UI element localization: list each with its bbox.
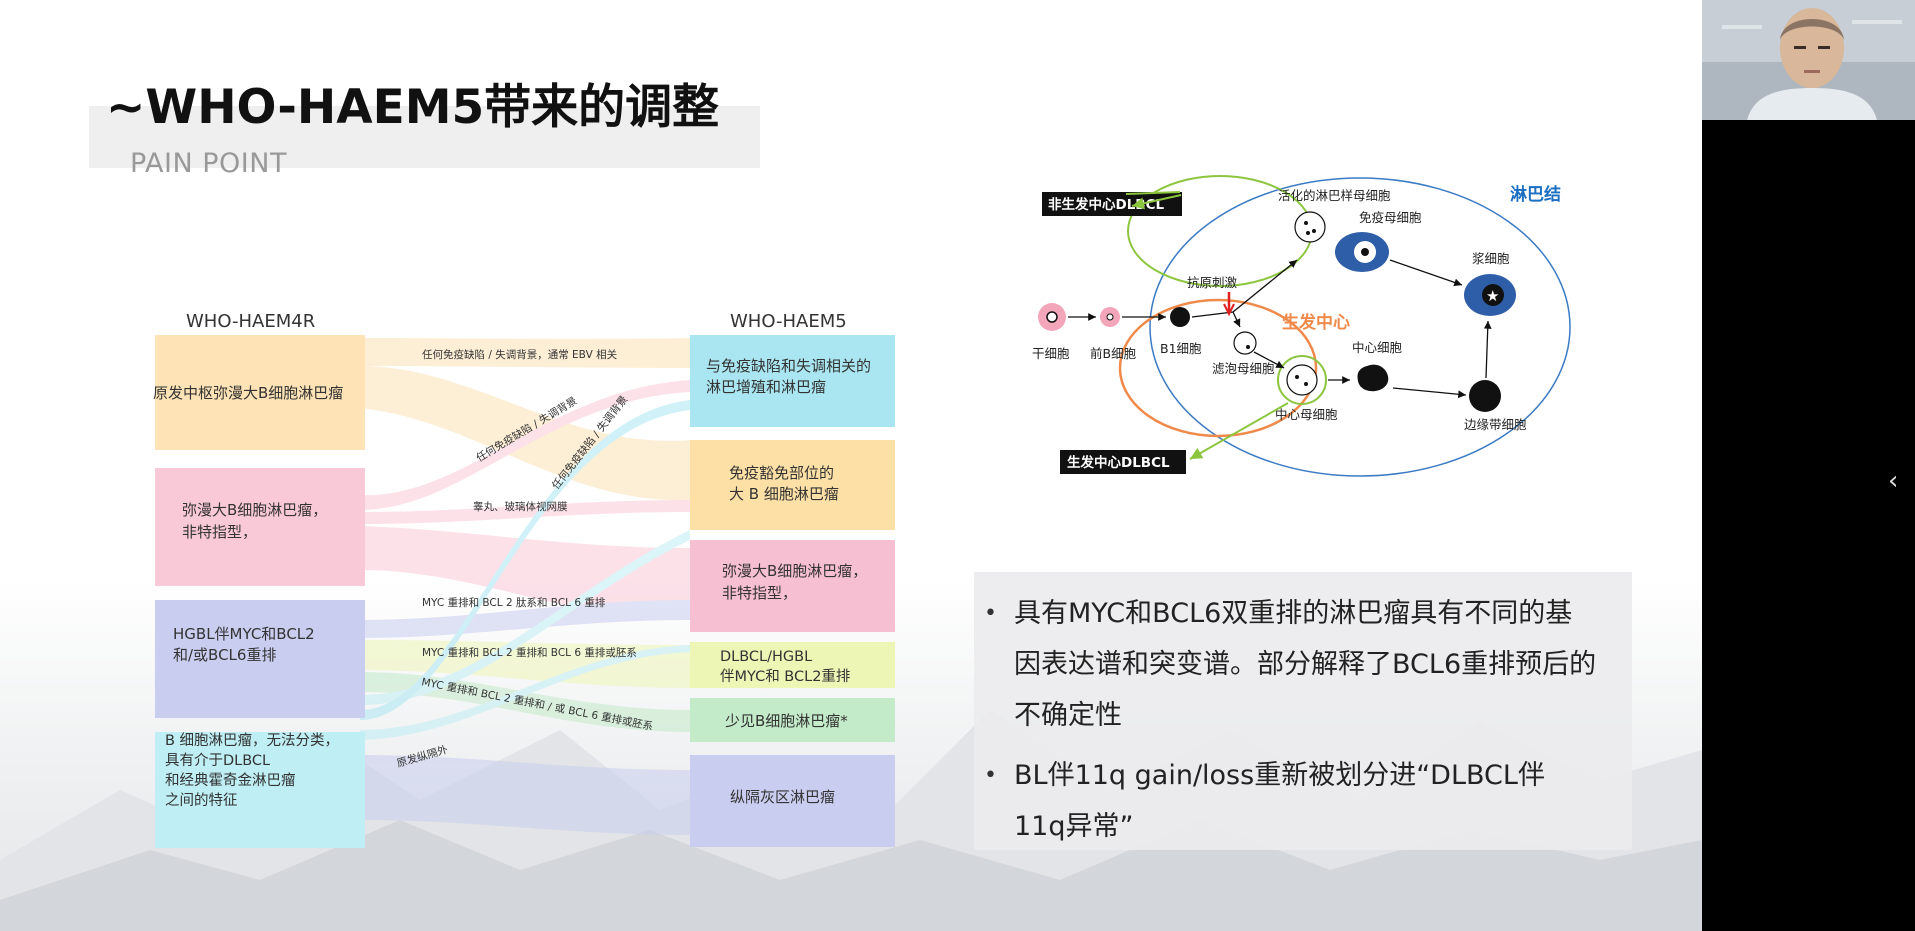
- right-node-dlbcl-nos: [690, 540, 895, 632]
- pre-b-cell-label: 前B细胞: [1090, 346, 1137, 361]
- germinal-center-outline: [1118, 298, 1318, 438]
- bullet-line: 具有MYC和BCL6双重排的淋巴瘤具有不同的基: [1014, 598, 1573, 629]
- star-icon: ★: [1486, 287, 1499, 305]
- sankey-right-header: WHO-HAEM5: [730, 311, 847, 332]
- centrocyte: [1357, 364, 1389, 392]
- chevron-left-icon[interactable]: ‹: [1888, 466, 1899, 496]
- marginal-zone-cell-label: 边缘带细胞: [1464, 417, 1527, 432]
- left-node-label: 原发中枢弥漫大B细胞淋巴瘤: [153, 384, 343, 402]
- activated-lymphoblast-label: 活化的淋巴样母细胞: [1278, 188, 1391, 203]
- right-node-label: 免疫豁免部位的: [729, 464, 834, 482]
- side-panel: [1702, 120, 1915, 931]
- left-node-label: 和/或BCL6重排: [173, 646, 276, 664]
- right-node-label: 非特指型，: [722, 584, 797, 602]
- sankey-left-header: WHO-HAEM4R: [186, 311, 315, 332]
- non-gc-dlbcl-label: 非生发中心DLBCL: [1048, 196, 1165, 213]
- right-node-label: 与免疫缺陷和失调相关的: [706, 357, 871, 375]
- b1-cell: [1170, 307, 1190, 327]
- immunoblast-label: 免疫母细胞: [1359, 210, 1422, 225]
- lymph-node-diagram: 淋巴结: [1032, 175, 1571, 477]
- gc-dlbcl-label: 生发中心DLBCL: [1067, 454, 1170, 471]
- slide-title: ~WHO-HAEM5带来的调整: [106, 80, 720, 135]
- germinal-center-label: 生发中心: [1282, 312, 1350, 333]
- left-node-hgbl: [155, 600, 365, 718]
- lymph-node-outline: [1149, 177, 1571, 477]
- right-node-dlbcl-hgbl: [690, 642, 895, 688]
- plasma-cell-label: 浆细胞: [1472, 251, 1510, 266]
- gc-dlbcl-badge: [1060, 450, 1186, 474]
- bullet-line: 11q异常”: [1014, 811, 1134, 842]
- bullet-line: 因表达谱和突变谱。部分解释了BCL6重排预后的: [1014, 649, 1597, 680]
- right-node-label: DLBCL/HGBL: [720, 649, 812, 665]
- marginal-zone-cell: [1469, 380, 1501, 412]
- left-node-dlbcl-nos: [155, 468, 365, 586]
- left-node-bcl-unclassifiable: [155, 732, 365, 848]
- slide-subtitle: PAIN POINT: [130, 148, 287, 179]
- bullet-line: 不确定性: [1014, 700, 1122, 731]
- follicular-blast-label: 滤泡母细胞: [1212, 361, 1275, 376]
- stem-cell-label: 干细胞: [1032, 346, 1070, 361]
- left-node-label: 非特指型，: [182, 523, 257, 541]
- left-node-label: 弥漫大B细胞淋巴瘤，: [182, 501, 327, 519]
- bullet-item-1: • 具有MYC和BCL6双重排的淋巴瘤具有不同的基 因表达谱和突变谱。部分解释了…: [984, 588, 1624, 741]
- left-node-label: HGBL伴MYC和BCL2: [173, 625, 315, 643]
- centroblast: [1286, 364, 1318, 396]
- right-node-label: 大 B 细胞淋巴瘤: [729, 485, 839, 503]
- centrocyte-label: 中心细胞: [1352, 340, 1403, 355]
- follicular-blast: [1233, 331, 1257, 355]
- flow-label: MYC 重排和 BCL 2 重排和 BCL 6 重排或胚系: [422, 646, 637, 659]
- right-node-immunodeficiency: [690, 335, 895, 427]
- bullet-item-2: • BL伴11q gain/loss重新被划分进“DLBCL伴 11q异常”: [984, 750, 1624, 852]
- right-node-label: 纵隔灰区淋巴瘤: [730, 788, 835, 806]
- left-node-label: B 细胞淋巴瘤，无法分类，: [165, 732, 339, 749]
- title-band: [89, 106, 760, 168]
- right-node-label: 淋巴增殖和淋巴瘤: [706, 378, 826, 396]
- right-node-immune-privileged: [690, 440, 895, 530]
- sankey-flows: [360, 338, 690, 835]
- slide: ~WHO-HAEM5带来的调整 PAIN POINT: [0, 0, 1702, 931]
- bullet-textbox: • 具有MYC和BCL6双重排的淋巴瘤具有不同的基 因表达谱和突变谱。部分解释了…: [974, 572, 1632, 850]
- flow-label: MYC 重排和 BCL 2 肽系和 BCL 6 重排: [422, 596, 606, 609]
- left-node-label: 具有介于DLBCL: [165, 752, 270, 769]
- right-node-rare-bcl: [690, 698, 895, 742]
- b1-cell-label: B1细胞: [1160, 341, 1202, 356]
- left-node-pcns: [155, 335, 365, 450]
- right-node-label: 弥漫大B细胞淋巴瘤，: [722, 562, 867, 580]
- flow-label: 睾丸、玻璃体视网膜: [473, 500, 568, 513]
- bullet-dot-icon: •: [984, 763, 997, 788]
- bullet-line: BL伴11q gain/loss重新被划分进“DLBCL伴: [1014, 760, 1545, 791]
- right-node-label: 伴MYC和 BCL2重排: [720, 668, 850, 685]
- right-node-mediastinal-gray-zone: [690, 755, 895, 847]
- right-node-label: 少见B细胞淋巴瘤*: [725, 712, 848, 730]
- bullet-dot-icon: •: [984, 601, 997, 626]
- lymph-node-label: 淋巴结: [1510, 184, 1561, 205]
- left-node-label: 之间的特征: [165, 792, 238, 809]
- presenter-video-icon: [1702, 0, 1915, 120]
- webcam-video: [1702, 0, 1915, 120]
- flow-label: 任何免疫缺陷 / 失调背景，通常 EBV 相关: [422, 348, 618, 361]
- sankey-diagram: WHO-HAEM4R WHO-HAEM5 原发中枢弥漫大B细胞淋巴瘤 弥漫大B细…: [153, 311, 895, 848]
- antigen-stimulation-label: 抗原刺激: [1187, 275, 1238, 290]
- non-gc-dlbcl-badge: [1042, 192, 1182, 216]
- centroblast-label: 中心母细胞: [1275, 407, 1338, 422]
- left-node-label: 和经典霍奇金淋巴瘤: [165, 772, 296, 789]
- activated-lymphoblast: [1294, 211, 1326, 243]
